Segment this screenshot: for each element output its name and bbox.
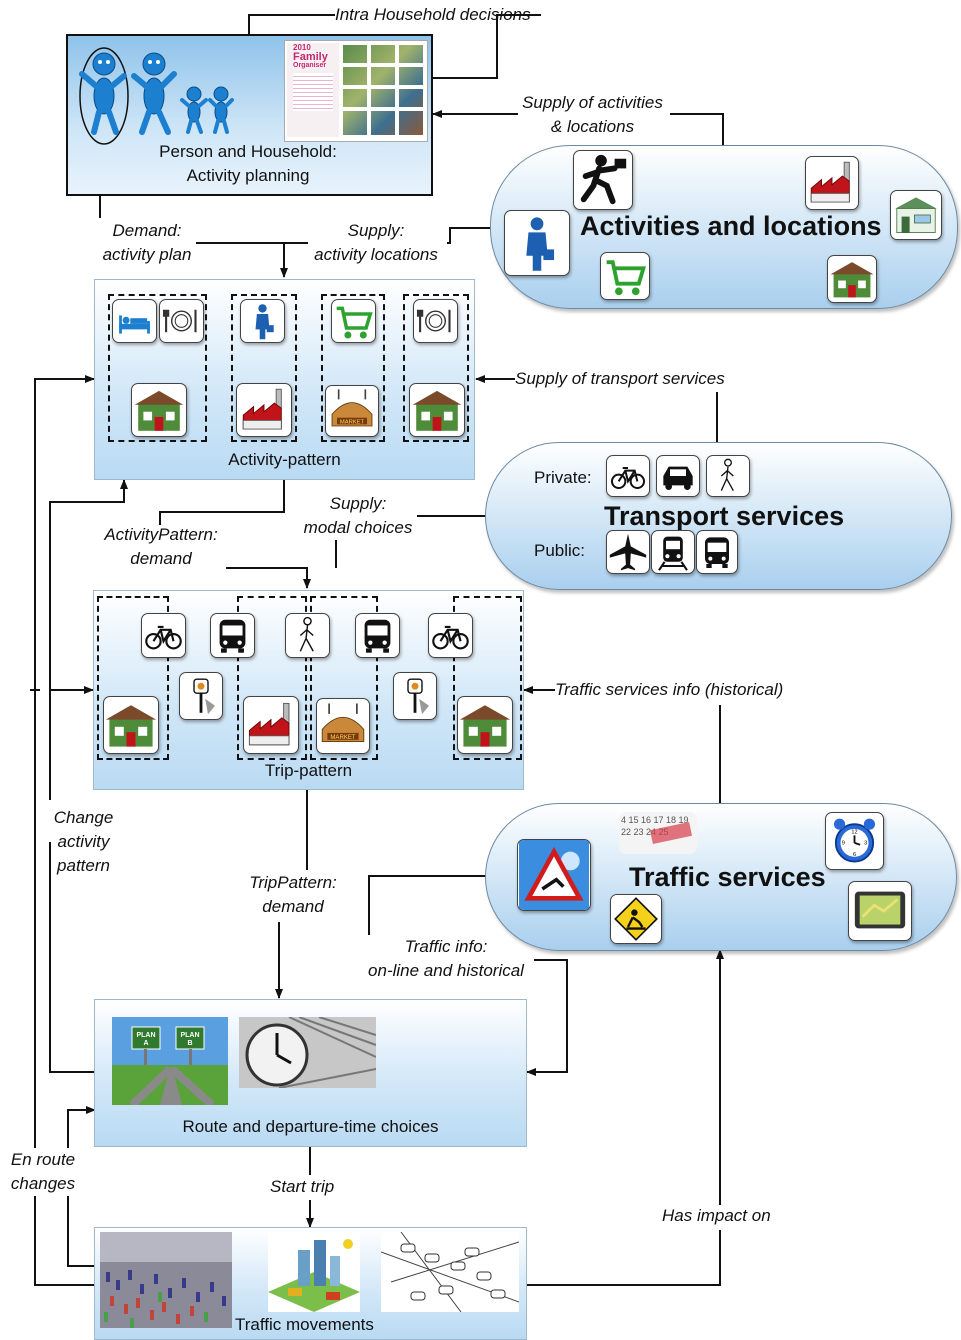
activities-locations-title: Activities and locations (580, 211, 882, 241)
gps-navigator-icon (848, 881, 912, 941)
house-icon (131, 383, 187, 437)
factory-icon (805, 156, 859, 210)
businessman-icon (504, 210, 570, 276)
trip-pattern-caption: Trip-pattern (264, 761, 353, 780)
activity-group-4 (403, 294, 469, 442)
shopping-cart-icon (331, 299, 376, 343)
dining-icon (159, 299, 204, 343)
route-departure-caption: Route and departure-time choices (182, 1117, 439, 1136)
traffic-services-title: Traffic services (629, 862, 826, 892)
demand-arrow (196, 242, 288, 278)
supply-locations-connector (447, 227, 490, 244)
running-businessman-icon (573, 150, 633, 210)
clock-12: 12 (851, 830, 857, 836)
label-traffic-info-online: Traffic info: on-line and historical (368, 937, 524, 980)
house-icon (457, 696, 513, 754)
label-supply-activities: Supply of activities & locations (522, 93, 663, 136)
ice-warning-sign-icon (517, 839, 591, 911)
household-figures (74, 46, 234, 146)
trip-group-1 (97, 596, 169, 760)
bicycle-icon (606, 455, 650, 497)
intra-household-connector (248, 14, 335, 34)
activity-group-2 (231, 294, 297, 442)
market-sign-icon: MARKET (325, 385, 379, 437)
supply-activities-arrow (670, 113, 724, 145)
clock-6: 6 (853, 852, 856, 858)
transport-public-label: Public: (534, 541, 586, 560)
activity-group-3 (321, 294, 385, 442)
label-start-trip: Start trip (270, 1177, 335, 1196)
traffic-movements-caption: Traffic movements (235, 1315, 374, 1334)
bus-icon (696, 530, 738, 574)
bicycle-icon (141, 613, 186, 658)
transport-private-label: Private: (534, 468, 592, 487)
person-household-box: 2010 Family Organiser Person and Househo… (66, 34, 433, 196)
walking-person-icon (706, 455, 750, 497)
house-icon (103, 696, 159, 754)
trip-group-2 (237, 596, 307, 760)
trip-group-4 (453, 596, 522, 760)
clock-3: 3 (864, 841, 867, 847)
label-traffic-services-info: Traffic services info (historical) (555, 680, 784, 699)
clock-9: 9 (842, 841, 845, 847)
activity-pattern-caption: Activity-pattern (228, 450, 341, 469)
house-icon (409, 383, 465, 437)
road-works-sign-icon (610, 894, 662, 944)
family-organiser-image: 2010 Family Organiser (284, 40, 428, 142)
label-supply-activity-locations: Supply: activity locations (314, 221, 438, 264)
label-activitypattern-demand: ActivityPattern: demand (104, 525, 218, 568)
station-clock-image (239, 1017, 376, 1088)
change-pattern-loop (49, 842, 95, 1073)
trip-group-3 (310, 596, 378, 760)
label-trippattern-demand: TripPattern: demand (249, 873, 337, 916)
organiser-title: Family (293, 51, 328, 63)
train-icon (651, 530, 695, 574)
transport-services-title: Transport services (604, 501, 845, 531)
car-icon (656, 455, 700, 497)
small-shop-icon (890, 190, 942, 240)
crowded-station-image (100, 1232, 232, 1328)
calendar-icon: 4 15 16 17 18 19 22 23 24 25 (619, 812, 697, 854)
smart-city-image (268, 1232, 360, 1312)
label-supply-modal: Supply: modal choices (303, 494, 413, 537)
bus-icon (355, 613, 400, 658)
organiser-subtitle: Organiser (293, 62, 327, 69)
market-sign-icon: MARKET (316, 698, 370, 754)
airplane-icon (606, 530, 650, 574)
alarm-clock-icon: 12 3 6 9 (825, 812, 884, 870)
intersection-cars-image (381, 1232, 519, 1312)
bed-icon (112, 299, 157, 343)
house-icon (827, 255, 877, 303)
businessman-icon (240, 299, 285, 343)
label-supply-transport: Supply of transport services (515, 369, 725, 388)
en-route-loop (34, 1196, 97, 1286)
organiser-year: 2010 (293, 43, 311, 52)
market-sign-text: MARKET (340, 420, 365, 426)
dining-icon (413, 299, 458, 343)
shopping-cart-icon (600, 252, 650, 300)
factory-icon (236, 383, 292, 437)
label-has-impact-on: Has impact on (662, 1206, 771, 1225)
bus-icon (210, 613, 255, 658)
walking-person-icon (285, 613, 330, 658)
label-demand-activity-plan: Demand: activity plan (102, 221, 192, 264)
market-sign-text: MARKET (330, 735, 356, 741)
intra-household-arrow (417, 14, 541, 82)
bicycle-icon (428, 613, 473, 658)
person-household-caption: Person and Household: Activity planning (159, 142, 337, 185)
label-change-activity-pattern: Change activity pattern (53, 808, 114, 875)
parking-meter-icon (179, 672, 223, 720)
activity-group-1 (108, 294, 207, 442)
label-en-route-changes: En route changes (10, 1150, 76, 1193)
parking-meter-icon (393, 672, 437, 720)
factory-icon (243, 696, 299, 754)
label-intra-household: Intra Household decisions (335, 5, 531, 24)
